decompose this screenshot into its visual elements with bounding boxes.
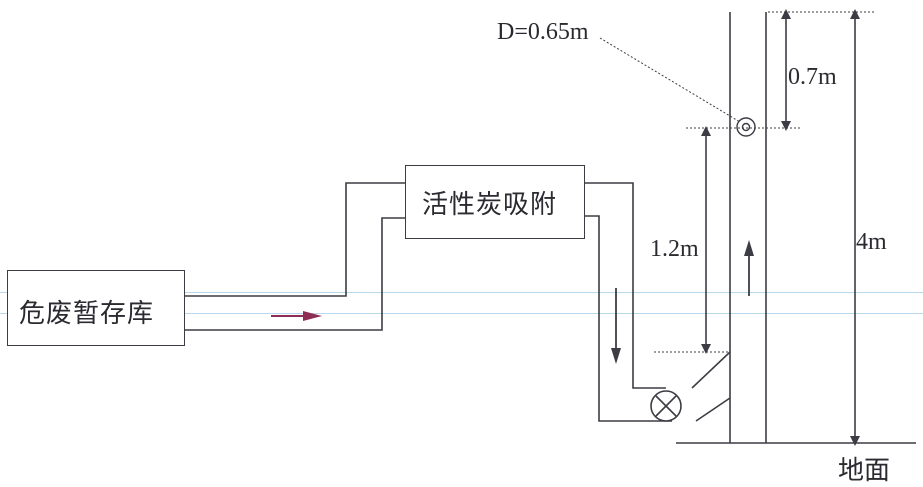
dim-mid-label: 1.2m — [650, 236, 699, 262]
diameter-label: D=0.65m — [497, 19, 589, 45]
dim-top-label: 0.7m — [788, 64, 837, 90]
outlet-duct — [584, 182, 731, 422]
up-flow-arrow — [744, 240, 754, 296]
fan-icon — [650, 390, 682, 422]
storage-label: 危废暂存库 — [19, 299, 155, 329]
storage-box: 危废暂存库 — [7, 270, 185, 346]
scan-rule-upper — [0, 292, 923, 293]
down-flow-arrow — [611, 288, 621, 364]
sampling-port-icon — [736, 117, 756, 137]
diameter-leader-line — [599, 37, 741, 123]
adsorption-label: 活性炭吸附 — [422, 190, 558, 220]
scan-rule-lower — [0, 313, 923, 314]
inlet-flow-arrow — [271, 311, 322, 321]
ground-label: 地面 — [838, 456, 891, 486]
dim-total-label: 4m — [856, 229, 887, 255]
reference-lines — [654, 11, 876, 353]
adsorption-box: 活性炭吸附 — [405, 165, 585, 239]
inlet-duct — [185, 182, 406, 331]
exhaust-stack — [729, 12, 767, 443]
